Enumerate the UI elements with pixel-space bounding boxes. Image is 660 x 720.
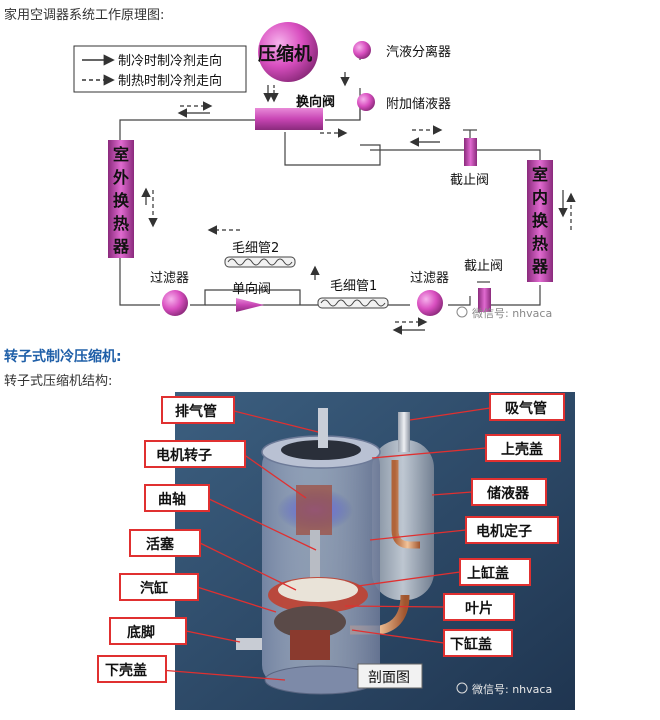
section-view-label: 剖面图: [357, 663, 423, 689]
outdoor-hx-char-4: 器: [112, 237, 130, 256]
left-labels: 排气管 电机转子 曲轴 活塞 汽缸 底脚 下壳盖: [97, 396, 246, 683]
filter-right-label: 过滤器: [410, 271, 449, 286]
legend-heating-label: 制热时制冷剂走向: [118, 73, 222, 89]
outdoor-hx-char-3: 热: [113, 214, 129, 233]
label-box-crankshaft: [144, 484, 210, 512]
legend: 制冷时制冷剂走向 制热时制冷剂走向: [73, 45, 247, 93]
diagram-title: 家用空调器系统工作原理图:: [4, 8, 165, 23]
right-labels: 吸气管 上壳盖 储液器 电机定子 上缸盖 叶片 下缸盖: [443, 393, 565, 657]
label-box-upper-cylinder-cover: [459, 558, 531, 586]
outdoor-heat-exchanger: 室 外 换 热 器: [108, 140, 134, 258]
gas-liquid-separator-label: 汽液分离器: [386, 44, 451, 60]
stop-valve-bottom-label: 截止阀: [464, 259, 503, 274]
watermark-bottom: 微信号: nhvaca: [456, 682, 552, 696]
indoor-hx-char-1: 内: [532, 188, 548, 207]
label-accumulator: 储液器: [486, 485, 530, 502]
label-motor-stator: 电机定子: [476, 523, 532, 540]
aux-receiver-label: 附加储液器: [386, 97, 451, 112]
compressor-shell: [236, 408, 381, 695]
gas-liquid-separator: 汽液分离器: [353, 41, 451, 60]
label-box-upper-shell-cover: [485, 434, 561, 462]
indoor-hx-char-3: 热: [532, 234, 548, 253]
watermark-top-text: 微信号: nhvaca: [472, 306, 552, 320]
label-box-exhaust-pipe: [161, 396, 235, 424]
label-foot: 底脚: [127, 624, 155, 641]
capillary-tube-2: 毛细管2: [224, 241, 296, 268]
label-box-motor-stator: [465, 516, 559, 544]
legend-cooling-label: 制冷时制冷剂走向: [118, 53, 222, 69]
label-upper-shell-cover: 上壳盖: [501, 441, 543, 458]
filter-right: 过滤器: [410, 271, 449, 316]
aux-receiver: 附加储液器: [357, 93, 451, 112]
indoor-hx-char-0: 室: [532, 165, 548, 184]
accumulator-tank: [350, 412, 434, 635]
outdoor-hx-char-1: 外: [112, 168, 129, 187]
section-title: 转子式制冷压缩机:: [4, 349, 122, 365]
system-diagram: 制冷时制冷剂走向 制热时制冷剂走向 压缩机 汽液分离器 附加储液器: [73, 22, 576, 335]
stop-valve-bottom: 截止阀: [464, 259, 503, 312]
label-suction-pipe: 吸气管: [505, 400, 547, 417]
stop-valve-top: 截止阀: [450, 138, 489, 188]
capillary-2-label: 毛细管2: [232, 241, 279, 256]
label-piston: 活塞: [146, 536, 175, 553]
filter-left: 过滤器: [150, 271, 189, 316]
indoor-heat-exchanger: 室 内 换 热 器: [527, 160, 553, 282]
reversing-valve-label: 换向阀: [296, 94, 335, 110]
label-box-accumulator: [471, 478, 547, 506]
outdoor-hx-char-2: 换: [113, 191, 130, 210]
outdoor-hx-char-0: 室: [113, 145, 129, 164]
indoor-hx-char-2: 换: [532, 211, 549, 230]
capillary-1-label: 毛细管1: [330, 279, 377, 294]
compressor-structure-figure: 排气管 电机转子 曲轴 活塞 汽缸 底脚 下壳盖 吸气管 上壳盖 储液器 电机定…: [97, 392, 575, 710]
capillary-tube-1: 毛细管1: [317, 279, 389, 309]
label-motor-rotor: 电机转子: [156, 447, 212, 464]
watermark-top: 微信号: nhvaca: [456, 306, 552, 320]
check-valve-label: 单向阀: [232, 281, 271, 297]
stop-valve-top-label: 截止阀: [450, 173, 489, 188]
section-subtitle: 转子式压缩机结构:: [4, 374, 113, 389]
flow-arrows: [141, 72, 576, 335]
indoor-hx-char-4: 器: [531, 257, 549, 276]
label-box-motor-rotor: [144, 440, 246, 468]
label-leader-lines: [159, 407, 491, 681]
label-crankshaft: 曲轴: [158, 491, 186, 508]
label-box-foot: [109, 617, 187, 645]
filter-left-label: 过滤器: [150, 271, 189, 286]
label-lower-cylinder-cover: 下缸盖: [450, 636, 492, 653]
label-cylinder: 汽缸: [140, 580, 168, 597]
label-upper-cylinder-cover: 上缸盖: [467, 565, 509, 582]
label-box-vane: [443, 593, 515, 621]
compressor-label: 压缩机: [258, 43, 312, 65]
label-box-suction-pipe: [489, 393, 565, 421]
check-valve: 单向阀: [232, 281, 271, 312]
watermark-bottom-text: 微信号: nhvaca: [472, 682, 552, 696]
compressor: 压缩机: [258, 22, 318, 82]
label-vane: 叶片: [465, 600, 493, 617]
label-box-piston: [129, 529, 201, 557]
label-lower-shell-cover: 下壳盖: [105, 662, 147, 679]
section-view-label-text: 剖面图: [368, 670, 410, 686]
label-box-lower-cylinder-cover: [443, 629, 513, 657]
label-exhaust-pipe: 排气管: [175, 403, 217, 420]
label-box-lower-shell-cover: [97, 655, 167, 683]
reversing-valve: 换向阀: [255, 94, 335, 130]
label-box-cylinder: [119, 573, 199, 601]
